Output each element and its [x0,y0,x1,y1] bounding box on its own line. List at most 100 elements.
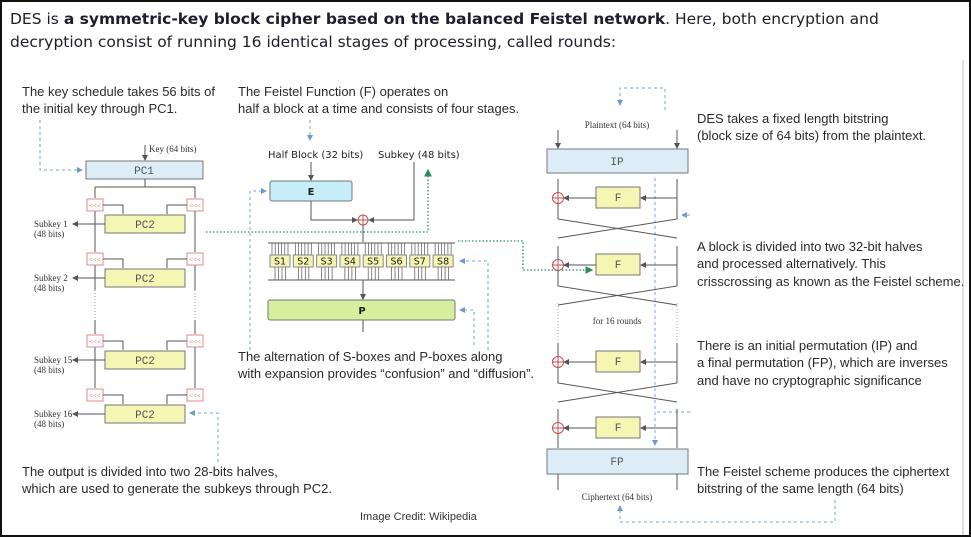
svg-text:S2: S2 [297,257,309,268]
svg-text:The key schedule takes 56 bits: The key schedule takes 56 bits of [22,84,215,99]
svg-text:S6: S6 [390,257,402,268]
svg-text:S1: S1 [274,257,286,268]
svg-text:F: F [615,423,622,435]
round-4: F [552,409,678,448]
svg-text:bitstring of the same length (: bitstring of the same length (64 bits) [697,481,904,496]
sbox-s8: S8 [432,243,454,280]
svg-text:Subkey 15: Subkey 15 [34,355,73,365]
annotation-ciphertext: The Feistel scheme produces the cipherte… [697,464,950,496]
annotation-permutation: There is an initial permutation (IP) and… [697,338,948,388]
subkey-label: Subkey (48 bits) [378,150,460,161]
round-2: F [552,246,678,306]
svg-text:<<<: <<< [189,202,201,210]
svg-text:<<<: <<< [89,338,101,346]
svg-text:<<<: <<< [189,392,201,400]
annotation-halves: A block is divided into two 32-bit halve… [697,239,964,289]
feistel-function: Half Block (32 bits) Subkey (48 bits) E … [267,150,460,332]
svg-text:half a block at a time and con: half a block at a time and consists of f… [238,101,519,116]
svg-text:(48 bits): (48 bits) [34,283,64,293]
svg-text:S5: S5 [367,257,379,268]
svg-text:<<<: <<< [89,392,101,400]
annotation-sbox-pbox: The alternation of S-boxes and P-boxes a… [237,349,534,381]
pc2-row-15: <<< <<< PC2 Subkey 15 (48 bits) [34,334,204,375]
subkey-connector [206,168,432,233]
svg-text:PC2: PC2 [135,220,155,232]
ip-box [546,148,689,174]
svg-text:S4: S4 [344,257,356,268]
svg-text:E: E [308,187,315,198]
svg-text:PC1: PC1 [134,166,154,178]
sbox-s6: S6 [386,243,407,280]
svg-text:There is an initial permutatio: There is an initial permutation (IP) and [697,338,917,353]
svg-text:(48 bits): (48 bits) [34,365,64,375]
key-schedule: Key (64 bits) PC1 <<< <<< PC2 Subkey 1 (… [34,144,204,429]
pc2-row-1: <<< <<< PC2 Subkey 1 (48 bits) [34,198,204,239]
svg-text:The alternation of S-boxes and: The alternation of S-boxes and P-boxes a… [238,349,503,364]
svg-text:and have no cryptographic sign: and have no cryptographic significance [697,373,922,388]
round-1: F [552,179,678,239]
svg-text:The output is divided into two: The output is divided into two 28-bits h… [22,464,278,479]
ciphertext-label: Ciphertext (64 bits) [582,492,653,502]
sbox-row: S1 S2 S3 S4 S5 S6 S7 S8 [269,243,454,280]
svg-text:<<<: <<< [89,256,101,264]
svg-text:(block size of 64 bits) from t: (block size of 64 bits) from the plainte… [697,128,926,143]
svg-text:F: F [615,260,622,272]
rounds: F F F F [552,179,678,448]
svg-text:IP: IP [610,157,624,169]
svg-text:PC2: PC2 [135,356,155,368]
svg-text:FP: FP [610,457,624,469]
svg-text:<<<: <<< [189,256,201,264]
svg-text:F: F [615,357,622,369]
fp-box [546,448,689,475]
annotation-fixed-length: DES takes a fixed length bitstring (bloc… [697,111,926,143]
annotation-feistel-function: The Feistel Function (F) operates on hal… [238,84,519,116]
image-credit: Image Credit: Wikipedia [360,511,478,523]
svg-text:Subkey 1: Subkey 1 [34,219,68,229]
svg-text:Subkey 16: Subkey 16 [34,409,73,419]
svg-text:S7: S7 [414,257,426,268]
key-label: Key (64 bits) [149,144,197,154]
annotation-output-halves: The output is divided into two 28-bits h… [21,464,332,496]
pc2-row-2: <<< <<< PC2 Subkey 2 (48 bits) [34,252,204,293]
annotation-key-schedule: The key schedule takes 56 bits of the in… [22,84,215,116]
svg-text:S3: S3 [321,257,333,268]
svg-text:A block is divided into two 32: A block is divided into two 32-bit halve… [697,239,923,254]
svg-text:which are used to generate the: which are used to generate the subkeys t… [21,481,332,496]
sbox-s7: S7 [409,243,431,280]
half-block-label: Half Block (32 bits) [268,150,363,161]
svg-text:a final permutation (FP), whic: a final permutation (FP), which are inve… [697,355,948,370]
intro-line-2: decryption consist of running 16 identic… [10,33,616,51]
svg-text:F: F [615,193,622,205]
plaintext-label: Plaintext (64 bits) [585,120,650,130]
svg-text:DES takes a fixed length bitst: DES takes a fixed length bitstring [697,111,889,126]
sbox-s2: S2 [292,243,314,280]
sbox-s1: S1 [269,243,291,280]
svg-text:PC2: PC2 [135,274,155,286]
svg-text:(48 bits): (48 bits) [34,419,64,429]
sbox-s5: S5 [362,243,384,280]
svg-text:crisscrossing as known as the: crisscrossing as known as the Feistel sc… [697,274,964,289]
round-3: F [552,343,678,403]
svg-text:The Feistel Function (F) opera: The Feistel Function (F) operates on [238,84,448,99]
svg-text:and processed alternatively. T: and processed alternatively. This [697,256,886,271]
permutation-box [267,299,456,321]
svg-text:with expansion provides “confu: with expansion provides “confusion” and … [237,366,534,381]
svg-text:<<<: <<< [189,338,201,346]
svg-text:Subkey 2: Subkey 2 [34,273,68,283]
feistel-connector [458,240,594,274]
intro-line-1: DES is a symmetric-key block cipher base… [10,10,879,28]
svg-text:(48 bits): (48 bits) [34,229,64,239]
sbox-s4: S4 [339,243,361,280]
pc2-row-16: <<< <<< PC2 Subkey 16 (48 bits) [34,369,204,429]
svg-text:the initial key through PC1.: the initial key through PC1. [22,101,177,116]
svg-text:S8: S8 [437,257,449,268]
svg-text:<<<: <<< [89,202,101,210]
rounds-label: for 16 rounds [593,316,642,326]
sbox-s3: S3 [316,243,338,280]
svg-text:The Feistel scheme produces th: The Feistel scheme produces the cipherte… [697,464,950,479]
feistel-network: Plaintext (64 bits) IP F F F F for 16 round… [546,120,689,502]
svg-text:P: P [358,306,365,317]
svg-text:PC2: PC2 [135,410,155,422]
